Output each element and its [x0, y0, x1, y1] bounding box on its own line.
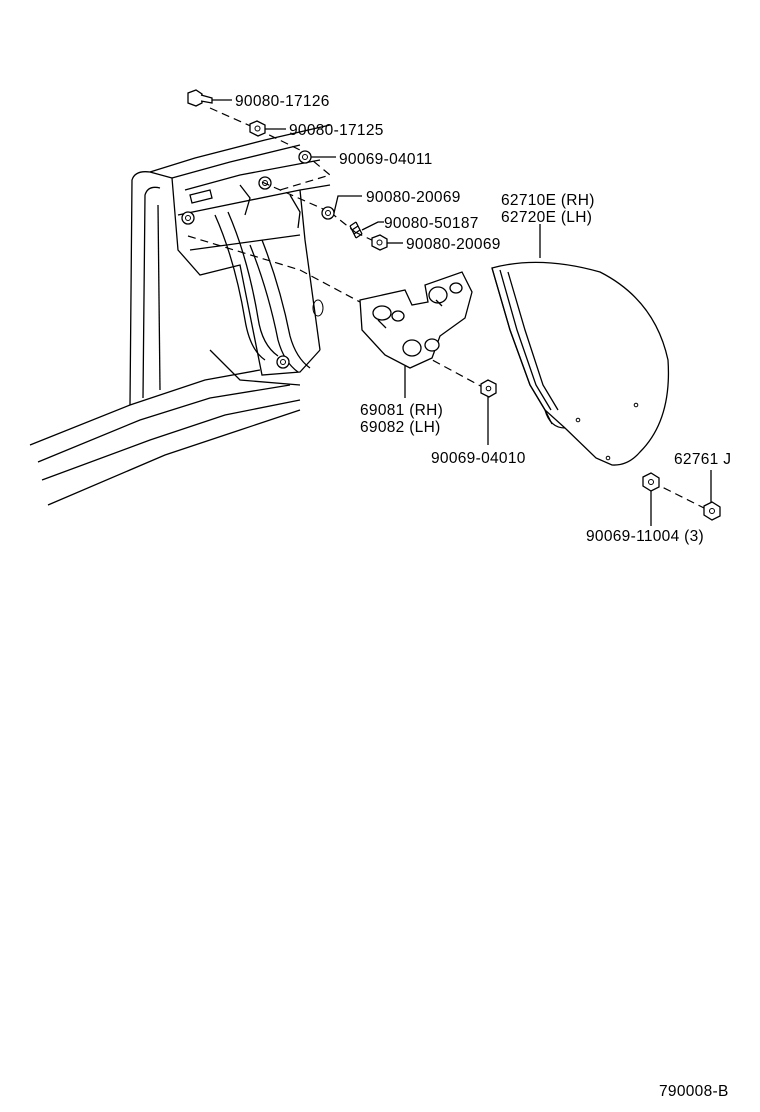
part-label-90080-17126: 90080-17126: [235, 93, 330, 110]
quarter-panel-body: [29, 124, 331, 506]
part-label-90080-50187: 90080-50187: [384, 215, 479, 232]
part-labels: 90080-17126 90080-17125 90069-04011 9008…: [235, 93, 731, 545]
part-label-62710e-rh: 62710E (RH): [501, 192, 595, 209]
part-label-90069-04010: 90069-04010: [431, 450, 526, 467]
hinge-bracket: [359, 271, 473, 369]
nut-icon-1: [249, 120, 266, 137]
nut-icon-3: [321, 206, 335, 220]
quarter-glass: [491, 261, 670, 466]
part-label-69081-rh: 69081 (RH): [360, 402, 443, 419]
figure-code: 790008-B: [659, 1083, 729, 1100]
nut-icon-6: [642, 472, 660, 492]
fasteners: [187, 89, 721, 521]
part-label-90080-17125: 90080-17125: [289, 122, 384, 139]
cap-icon: [703, 501, 721, 521]
bolt-icon: [187, 89, 213, 107]
leader-lines: [212, 99, 712, 526]
nut-icon-5: [480, 379, 497, 398]
part-label-90080-20069: 90080-20069: [366, 189, 461, 206]
part-label-90069-04011: 90069-04011: [339, 151, 433, 168]
part-label-62720e-lh: 62720E (LH): [501, 209, 592, 226]
nut-icon-4: [371, 234, 388, 251]
nut-icon-2: [298, 150, 312, 164]
part-label-90069-11004: 90069-11004 (3): [586, 528, 704, 545]
part-label-90080-20069-b: 90080-20069: [406, 236, 501, 253]
part-label-69082-lh: 69082 (LH): [360, 419, 441, 436]
part-label-62761j: 62761 J: [674, 451, 731, 468]
spring-icon: [349, 221, 363, 239]
